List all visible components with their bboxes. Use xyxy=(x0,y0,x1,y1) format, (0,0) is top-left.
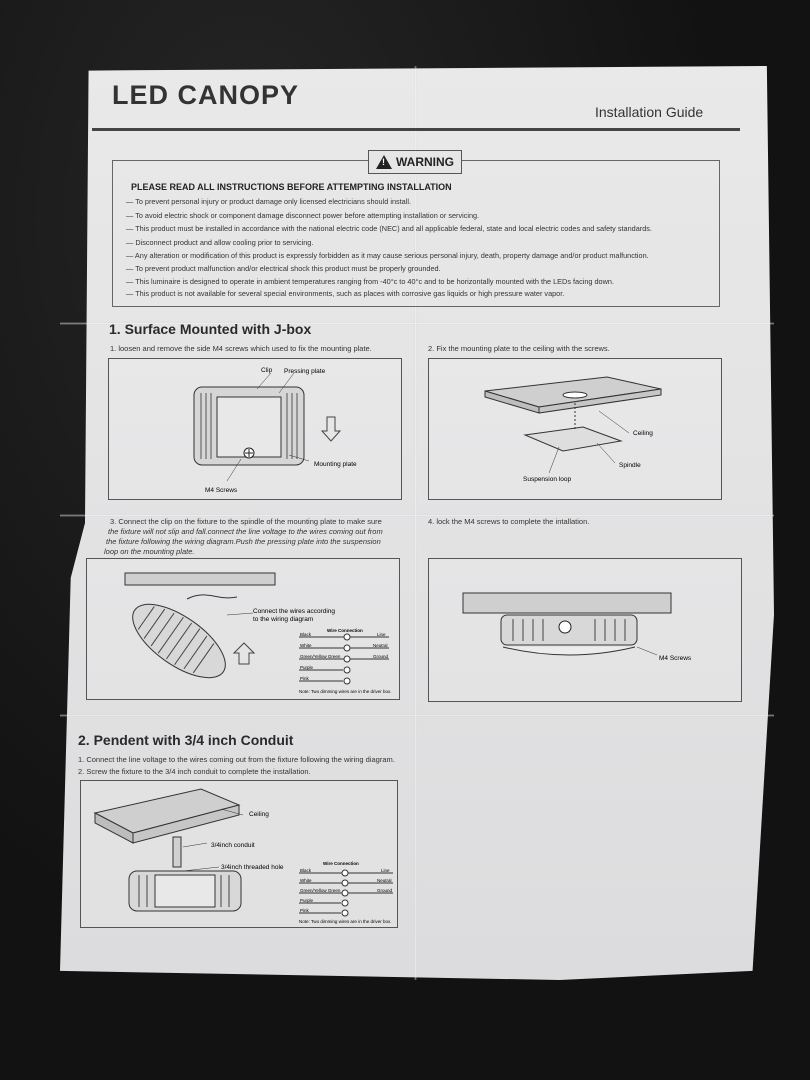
figure-step3: Connect the wires according to the wirin… xyxy=(86,558,400,700)
wiring-diagram: Connect the wires according to the wirin… xyxy=(124,572,391,694)
warning-line: — This product is not available for seve… xyxy=(126,289,565,298)
wire-left: Purple xyxy=(300,665,314,670)
fold-line xyxy=(60,514,774,517)
wire-right: Neutral xyxy=(377,878,392,883)
section1-heading: 1. Surface Mounted with J-box xyxy=(109,321,312,337)
wiring-title: Wire Connection xyxy=(323,861,359,866)
wire-right: Line xyxy=(381,868,390,873)
pendent-diagram: Ceiling 3/4inch conduit 3/4inch threaded… xyxy=(93,788,393,924)
wire-left: Purple xyxy=(300,898,314,903)
wire-left: Green/Yellow Green xyxy=(300,654,341,659)
fold-line xyxy=(414,66,417,980)
label-m4-screws: M4 Screws xyxy=(205,487,238,494)
warning-line: — To prevent product malfunction and/or … xyxy=(126,264,441,273)
section2-step2: 2. Screw the fixture to the 3/4 inch con… xyxy=(78,767,311,776)
header-rule xyxy=(92,128,740,131)
step4-text: 4. lock the M4 screws to complete the in… xyxy=(428,517,590,526)
warning-heading: PLEASE READ ALL INSTRUCTIONS BEFORE ATTE… xyxy=(131,182,452,192)
label-conduit: 3/4inch conduit xyxy=(211,842,255,849)
ceiling-diagram: Ceiling Spindle Suspension loop xyxy=(484,376,662,483)
warning-line: — Disconnect product and allow cooling p… xyxy=(126,238,314,247)
figure-step2: Ceiling Spindle Suspension loop xyxy=(428,358,722,500)
figure-step4: M4 Screws xyxy=(428,558,742,702)
label-mounting-plate: Mounting plate xyxy=(314,461,357,468)
step3-text: the fixture will not slip and fall.conne… xyxy=(108,527,383,536)
wire-right: Ground xyxy=(373,654,389,659)
warning-line: — This product must be installed in acco… xyxy=(126,224,652,233)
label-ceiling: Ceiling xyxy=(249,811,269,818)
wire-right: Neutral xyxy=(373,643,388,648)
figure-pendent: Ceiling 3/4inch conduit 3/4inch threaded… xyxy=(80,780,398,928)
label-pressing-plate: Pressing plate xyxy=(284,368,326,375)
figure-step1: Clip Pressing plate Mounting plate M4 Sc… xyxy=(108,358,402,500)
step3-text: 3. Connect the clip on the fixture to th… xyxy=(110,517,382,526)
warning-label: WARNING xyxy=(368,150,462,174)
wiring-note: Note: Two dimming wires are in the drive… xyxy=(299,689,391,694)
wire-left: Black xyxy=(300,632,312,637)
warning-line: — This luminaire is designed to operate … xyxy=(126,277,614,286)
label-connect-wires: Connect the wires according xyxy=(253,608,335,615)
step2-text: 2. Fix the mounting plate to the ceiling… xyxy=(428,344,610,353)
fold-line xyxy=(60,714,774,717)
document-title: LED CANOPY xyxy=(112,80,300,110)
step1-text: 1. loosen and remove the side M4 screws … xyxy=(110,344,372,353)
warning-line: — To prevent personal injury or product … xyxy=(126,197,412,206)
document-subtitle: Installation Guide xyxy=(595,104,704,120)
wire-left: Black xyxy=(300,868,312,873)
step3-text: the fixture following the wiring diagram… xyxy=(106,537,381,546)
warning-line: — Any alteration or modification of this… xyxy=(126,251,649,260)
wire-right: Line xyxy=(377,632,386,637)
wire-left: Pink xyxy=(300,908,310,913)
label-m4-screws: M4 Screws xyxy=(659,655,692,662)
wire-left: White xyxy=(300,878,312,883)
label-ceiling: Ceiling xyxy=(633,430,653,437)
wiring-note: Note: Two dimming wires are in the drive… xyxy=(299,919,391,924)
warning-line: — To avoid electric shock or component d… xyxy=(126,211,480,220)
section2-heading: 2. Pendent with 3/4 inch Conduit xyxy=(78,732,294,748)
wire-left: White xyxy=(300,643,312,648)
fixture-diagram: Clip Pressing plate Mounting plate M4 Sc… xyxy=(193,367,357,494)
wire-left: Green/Yellow Green xyxy=(300,888,341,893)
section2-step1: 1. Connect the line voltage to the wires… xyxy=(78,755,395,764)
label-spindle: Spindle xyxy=(619,462,641,469)
wire-left: Pink xyxy=(300,676,310,681)
label-suspension-loop: Suspension loop xyxy=(523,476,571,483)
label-threaded-hole: 3/4inch threaded hole xyxy=(221,864,284,871)
warning-icon xyxy=(376,155,392,169)
fold-line xyxy=(60,322,774,325)
label-clip: Clip xyxy=(261,367,273,374)
wiring-title: Wire Connection xyxy=(327,628,363,633)
wire-right: Ground xyxy=(377,888,393,893)
label-connect-wires: to the wiring diagram xyxy=(253,616,313,623)
warning-label-text: WARNING xyxy=(396,155,454,169)
step3-text: loop on the mounting plate. xyxy=(104,547,195,556)
installed-fixture-diagram: M4 Screws xyxy=(462,592,692,662)
